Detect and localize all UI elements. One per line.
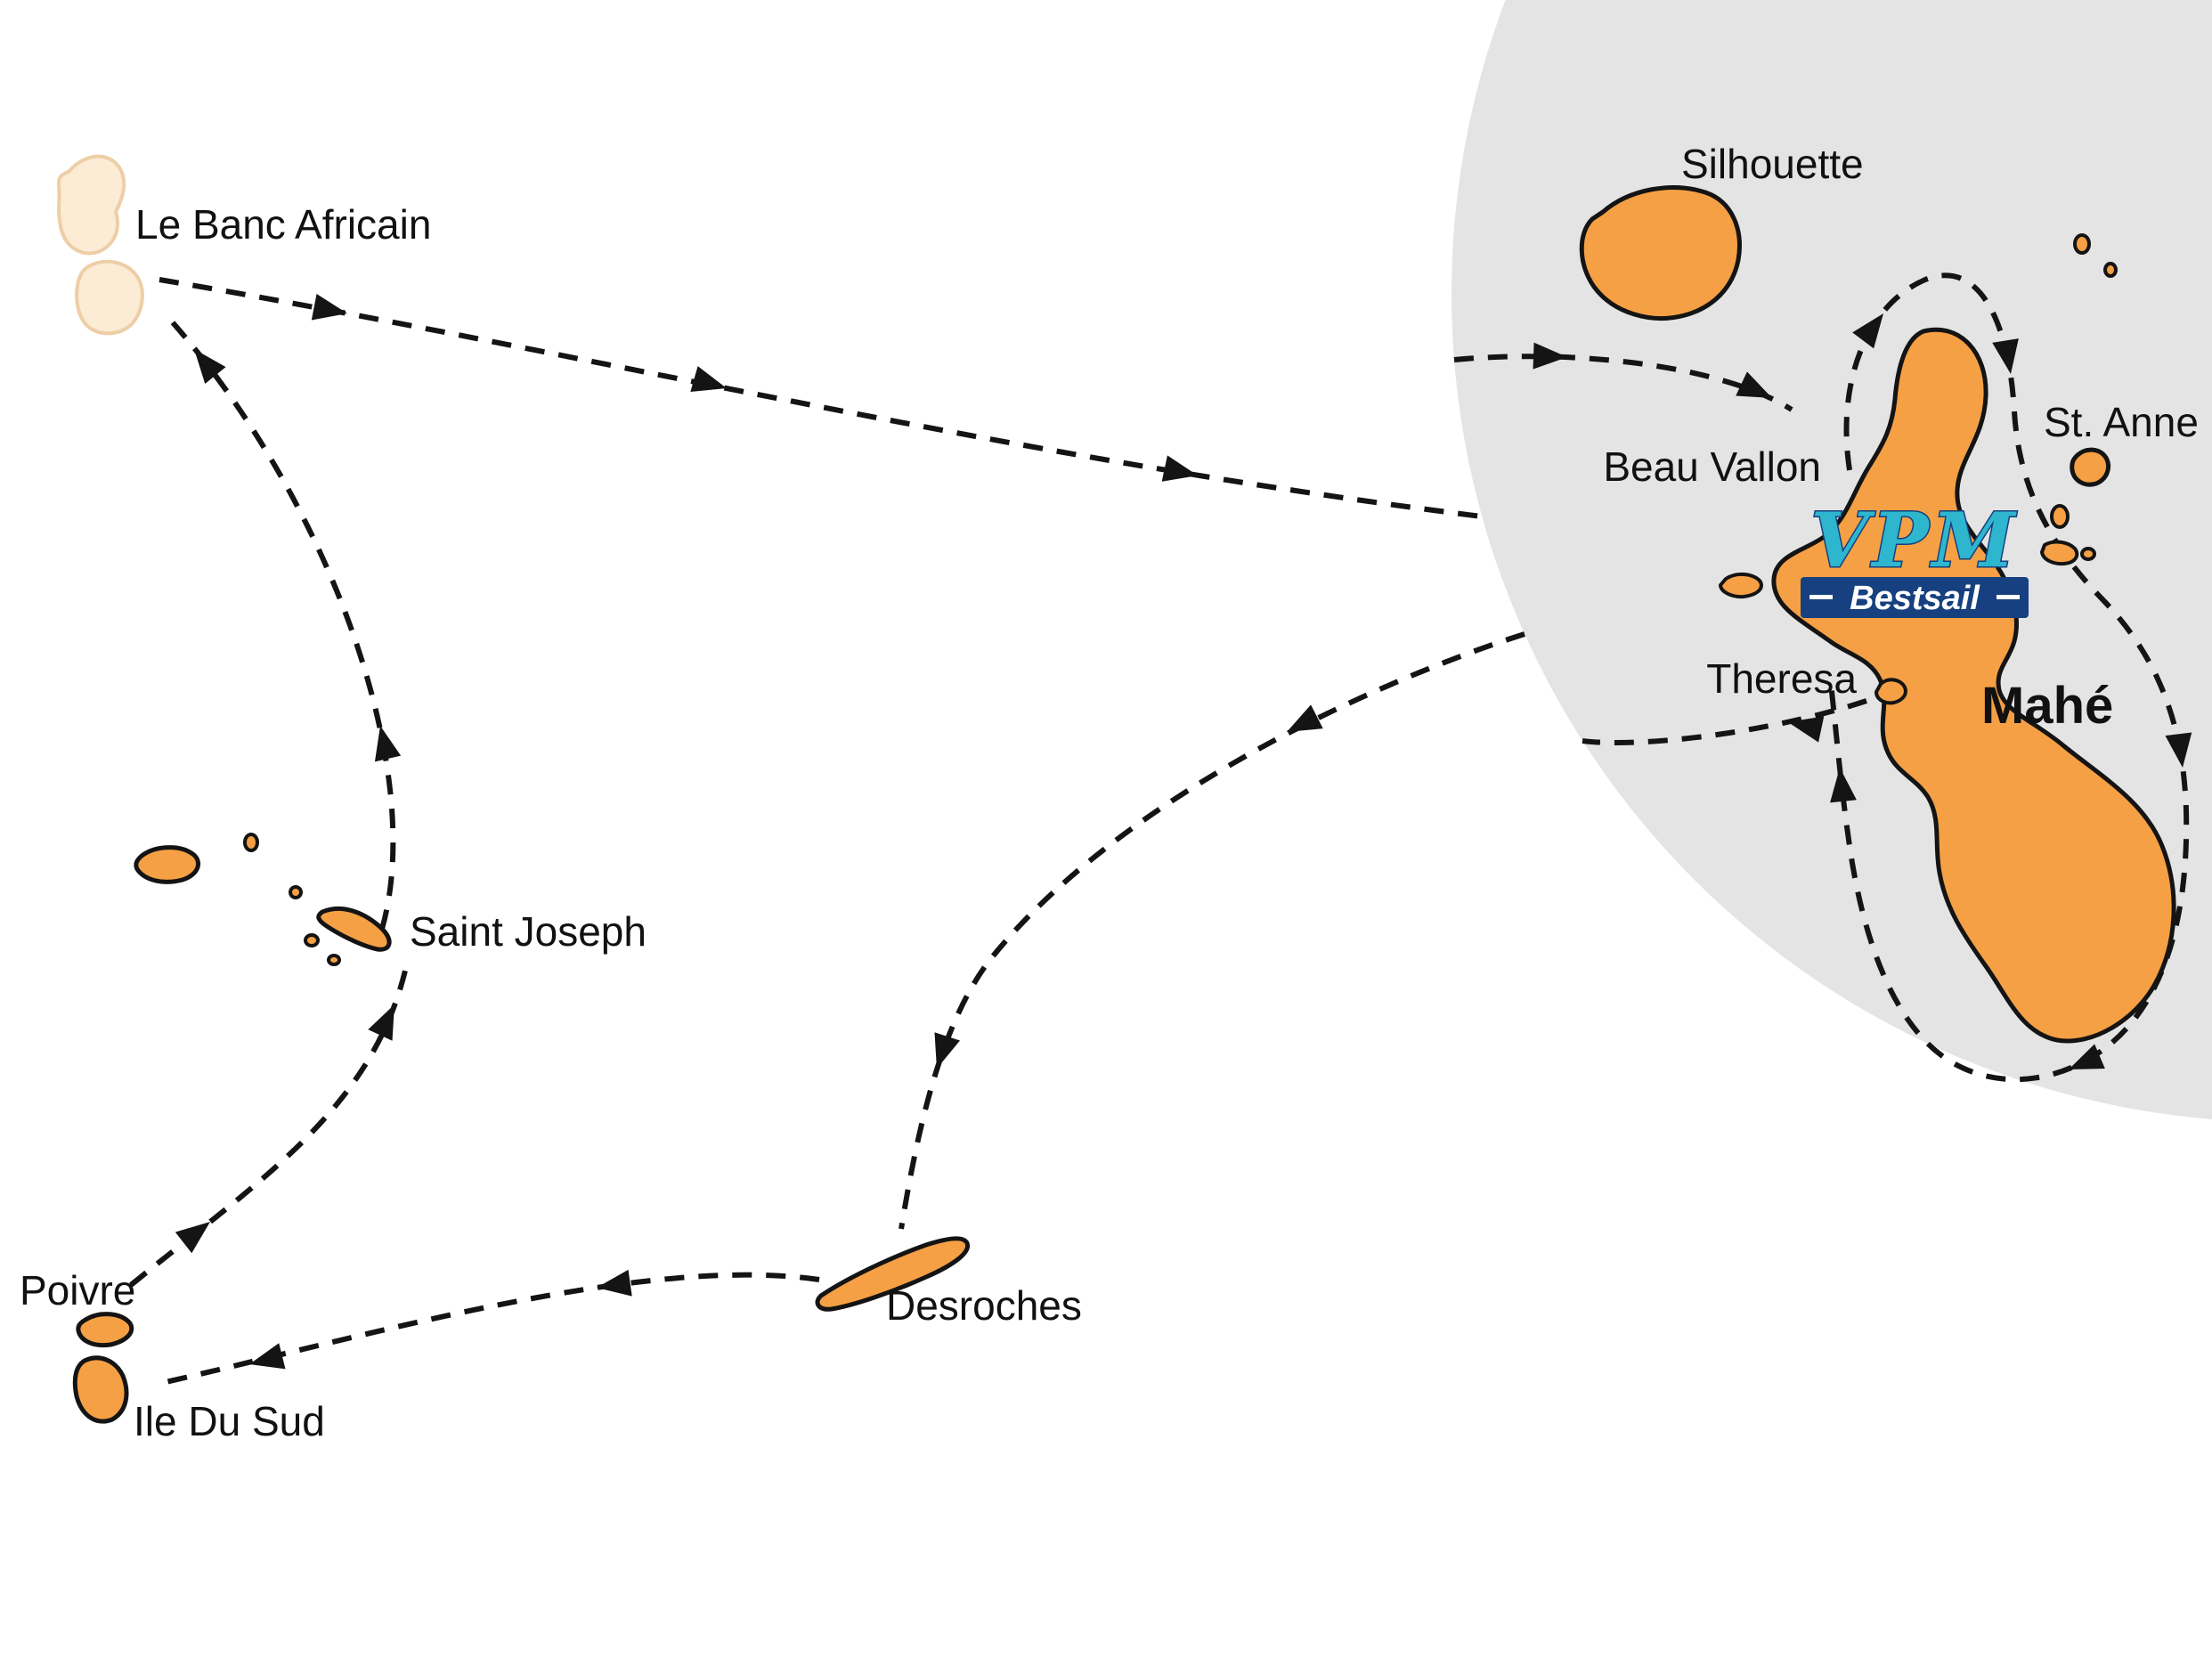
saint-joseph-islet (327, 954, 341, 966)
label-beau-vallon: Beau Vallon (1603, 443, 1821, 490)
route-arrow (311, 294, 347, 321)
route-arrow (1736, 371, 1772, 398)
st-anne-island (2070, 447, 2110, 487)
label-st-anne: St. Anne (2044, 399, 2199, 445)
silhouette-island (1579, 185, 1742, 321)
route-arrow (934, 1032, 961, 1069)
route-arrow (690, 366, 727, 392)
poivre-island (76, 1312, 134, 1348)
route-arrow (368, 1004, 394, 1041)
logo-rule-left (1809, 595, 1833, 599)
conception-islet (1719, 573, 1763, 599)
route-segment-mahe-to-desroches (899, 631, 1525, 1230)
le-banc-africain-island-north (56, 154, 126, 256)
route-arrow (249, 1343, 286, 1370)
route-arrow (194, 349, 226, 384)
route-arrow (1287, 704, 1323, 732)
desroches-island (815, 1236, 971, 1312)
label-poivre: Poivre (20, 1267, 135, 1313)
north-islet (2073, 233, 2091, 255)
route-arrow (2165, 732, 2192, 768)
route-arrow (1533, 342, 1567, 370)
saint-joseph-atoll (316, 906, 392, 952)
logo-banner (1801, 577, 2029, 618)
route-arrow (1830, 768, 1857, 803)
island-labels: Le Banc Africain Silhouette St. Anne Bea… (20, 141, 2199, 1444)
theresa-island (1875, 678, 1907, 705)
route-segment-poivre-to-stjoseph (129, 970, 408, 1288)
st-anne-islet (2050, 504, 2070, 529)
route-arrow (1161, 455, 1198, 482)
saint-joseph-island-west (134, 845, 201, 884)
label-le-banc-africain: Le Banc Africain (135, 201, 431, 248)
label-mahe: Mahé (1981, 677, 2113, 735)
logo-rule-right (1996, 595, 2020, 599)
label-saint-joseph: Saint Joseph (410, 908, 647, 955)
label-ile-du-sud: Ile Du Sud (134, 1398, 325, 1444)
route-segment-desroches-to-iledusud (153, 1272, 820, 1387)
le-banc-africain-island-south (75, 259, 144, 336)
label-silhouette: Silhouette (1681, 141, 1864, 187)
logo-bestsail-text: Bestsail (1850, 580, 1980, 617)
route-segment-departure-mahe (1582, 698, 1867, 746)
saint-joseph-islet (304, 933, 320, 947)
label-theresa: Theresa (1706, 655, 1857, 702)
islands (56, 154, 2176, 1424)
label-desroches: Desroches (886, 1282, 1082, 1329)
mahe-island (1771, 327, 2176, 1044)
route-arrow (2069, 1044, 2105, 1069)
route-arrow (175, 1222, 210, 1254)
saint-joseph-islet (289, 885, 303, 899)
route-segment-mahe-loop (1828, 272, 2190, 1083)
route-arrow (1992, 338, 2019, 374)
route-arrow (597, 1269, 632, 1297)
route-arrow (374, 726, 402, 762)
route-arrows (175, 294, 2192, 1370)
route-segment-stjoseph-to-lebanc (168, 319, 396, 930)
st-anne-islet (2080, 547, 2096, 561)
vpm-bestsail-logo: VPM Bestsail (1801, 495, 2029, 618)
ile-du-sud-island (72, 1355, 129, 1424)
saint-joseph-islet (243, 833, 259, 852)
route-arrow (1788, 716, 1825, 743)
st-anne-islet (2040, 540, 2079, 566)
route-segment-lebanc-to-mahe (159, 277, 1483, 519)
route-lines (129, 272, 2190, 1387)
north-islet (2103, 262, 2118, 278)
logo-vpm-text: VPM (1810, 496, 2018, 584)
route-arrow (1852, 313, 1883, 349)
